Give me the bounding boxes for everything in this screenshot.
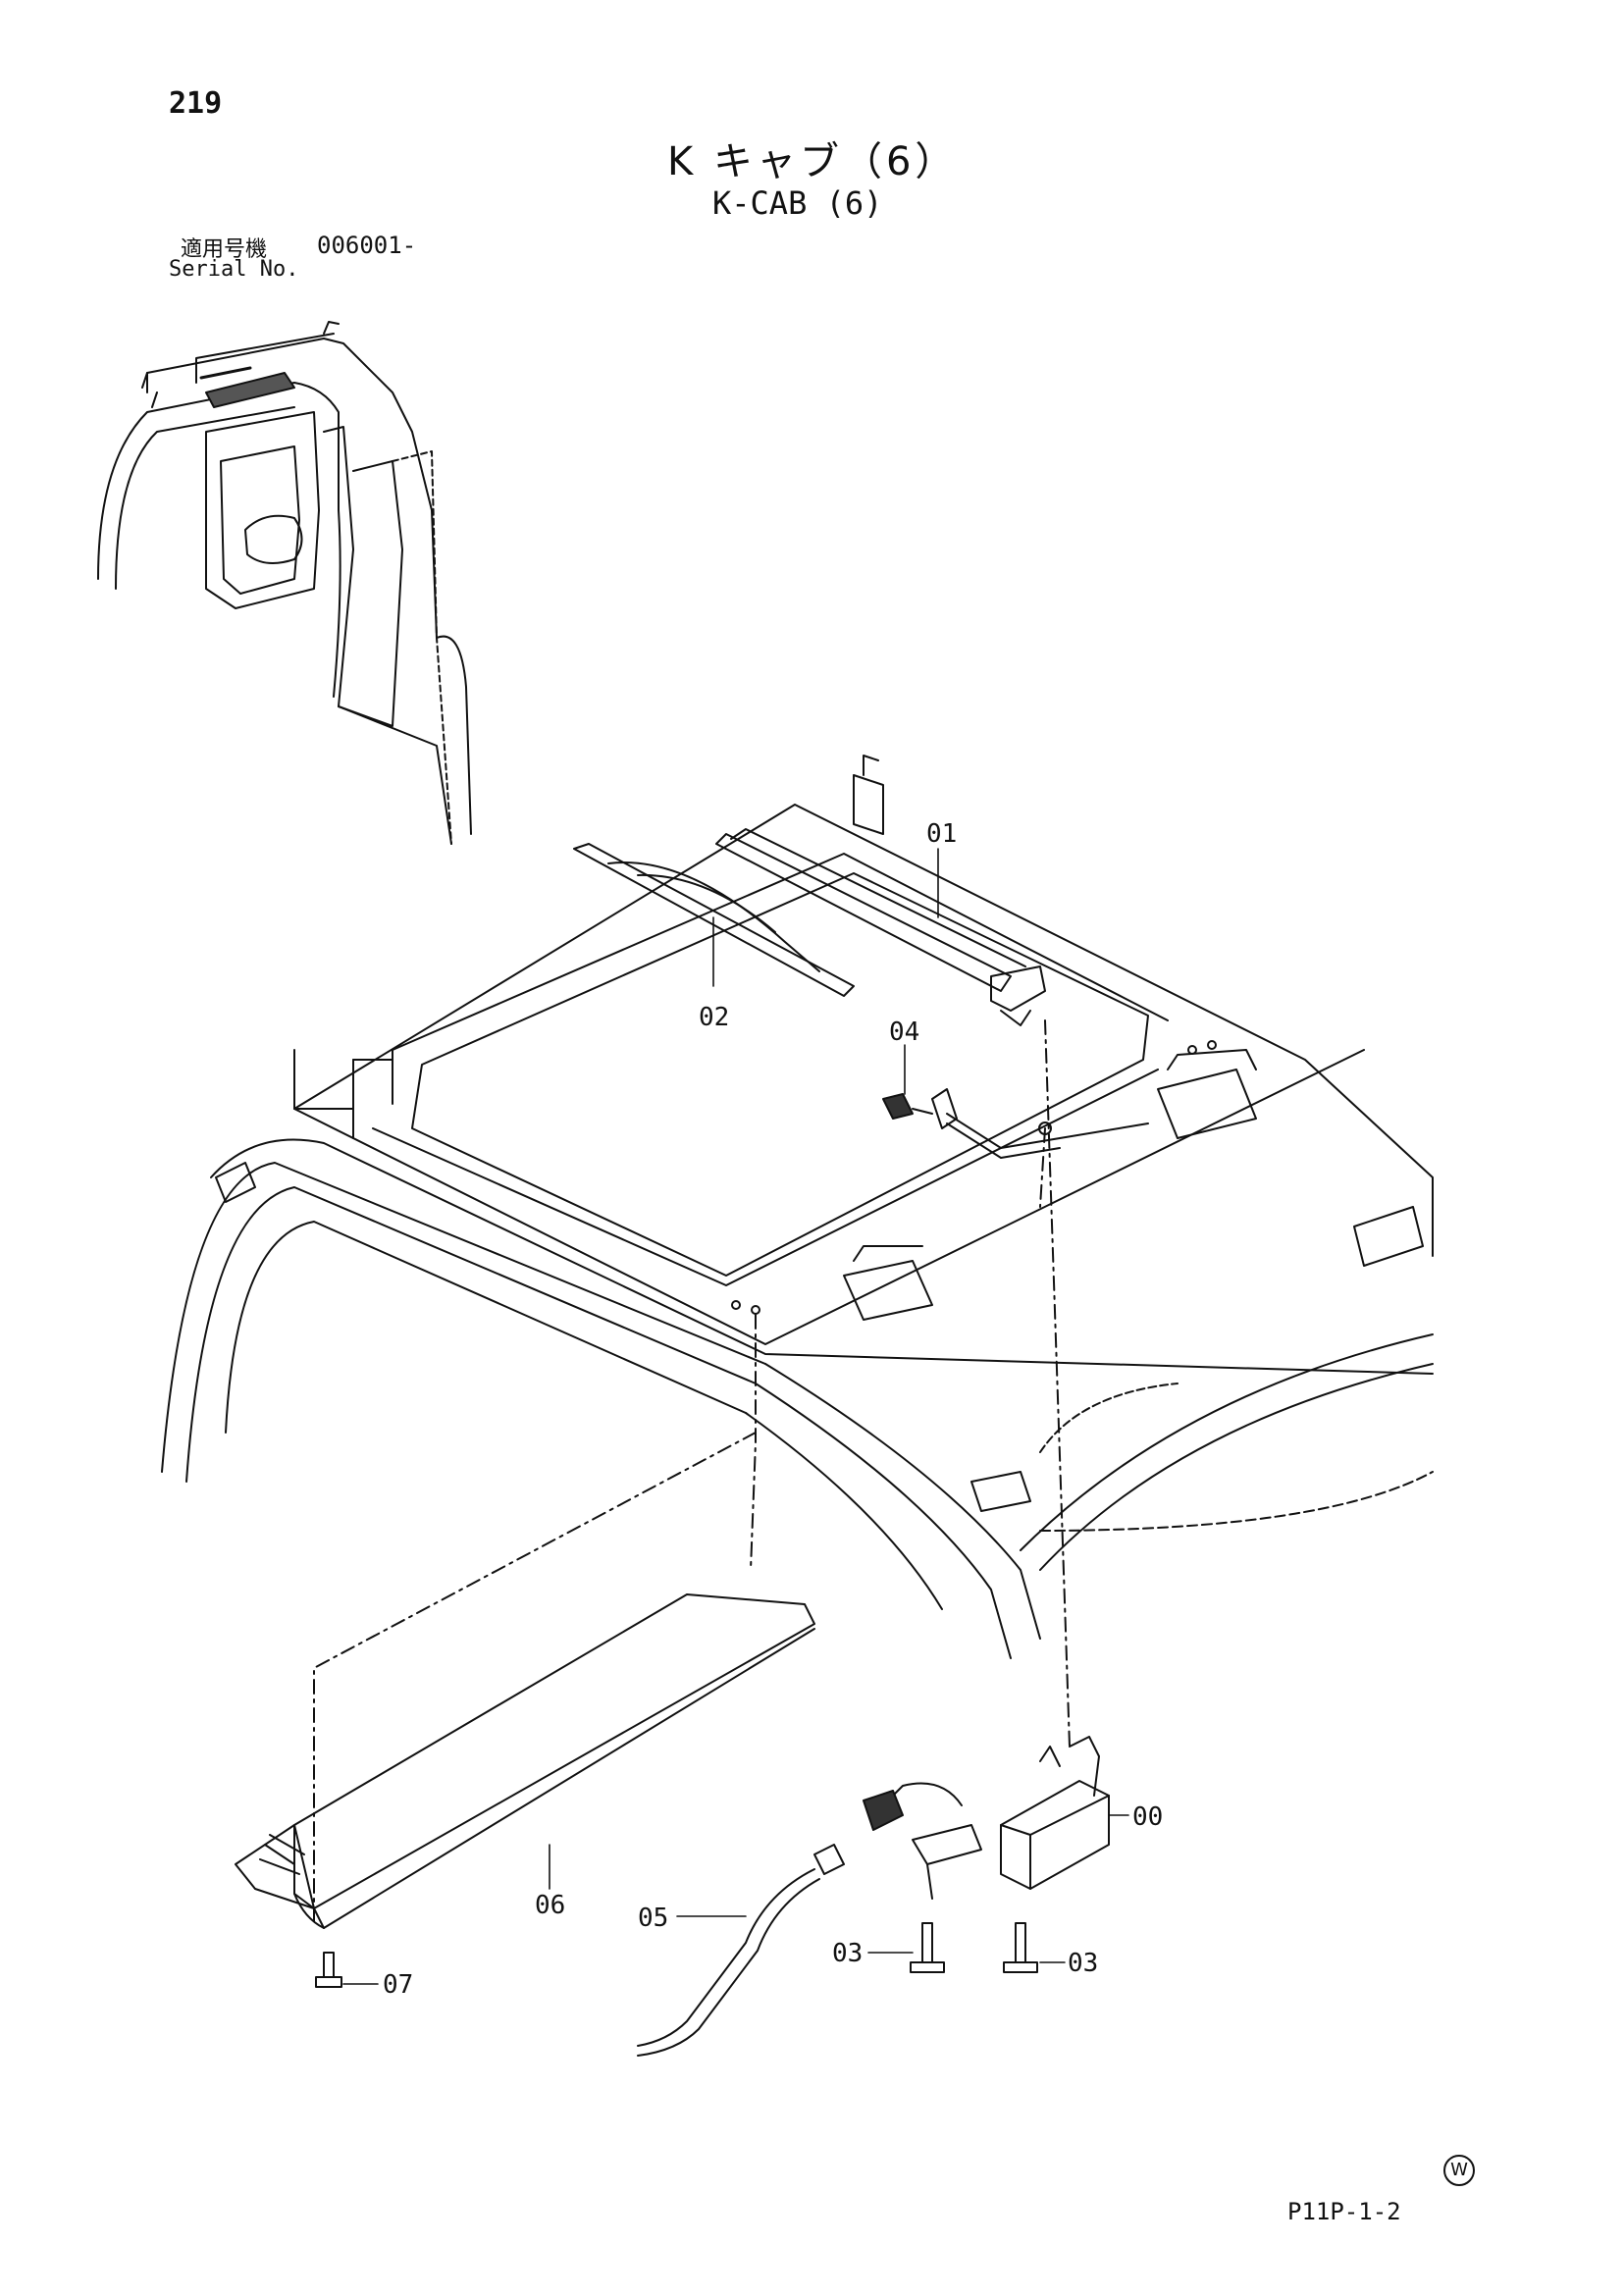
wiper-motor-part [863, 1736, 1110, 1900]
wiper-arm-part [715, 828, 1046, 1026]
callout-03-right: 03 [1068, 1949, 1098, 1978]
callout-05: 05 [638, 1904, 668, 1933]
callout-01: 01 [926, 819, 957, 849]
callout-00: 00 [1132, 1802, 1163, 1832]
title-english: K-CAB (6) [712, 184, 883, 222]
serial-label-english: Serial No. [169, 257, 299, 282]
callout-labels: 01 02 04 00 06 05 03 03 07 [383, 819, 1163, 2000]
callout-07: 07 [383, 1970, 413, 2000]
callout-03-left: 03 [832, 1939, 863, 1968]
wiper-blade-part [573, 843, 855, 997]
washer-nozzle-part [882, 1093, 933, 1120]
callout-06: 06 [535, 1891, 565, 1920]
serial-value: 006001- [317, 232, 417, 259]
callout-04: 04 [889, 1018, 919, 1047]
callout-02: 02 [699, 1003, 729, 1032]
harness-part [637, 1844, 845, 2057]
drawing-code: P11P-1-2 [1287, 2198, 1401, 2225]
bolts-part [315, 1922, 1038, 1988]
assembly-lines [313, 1019, 1071, 1924]
watermark-w-icon: W [1443, 2155, 1475, 2186]
title-japanese: K キャブ（6） [667, 139, 959, 184]
page-number: 219 [169, 86, 223, 121]
serial-label-japanese: 適用号機 [181, 237, 268, 262]
cover-part [235, 1593, 815, 1929]
leader-lines [342, 848, 1129, 1985]
cab-overview-inset [97, 321, 472, 845]
roof-assembly [161, 755, 1434, 1659]
